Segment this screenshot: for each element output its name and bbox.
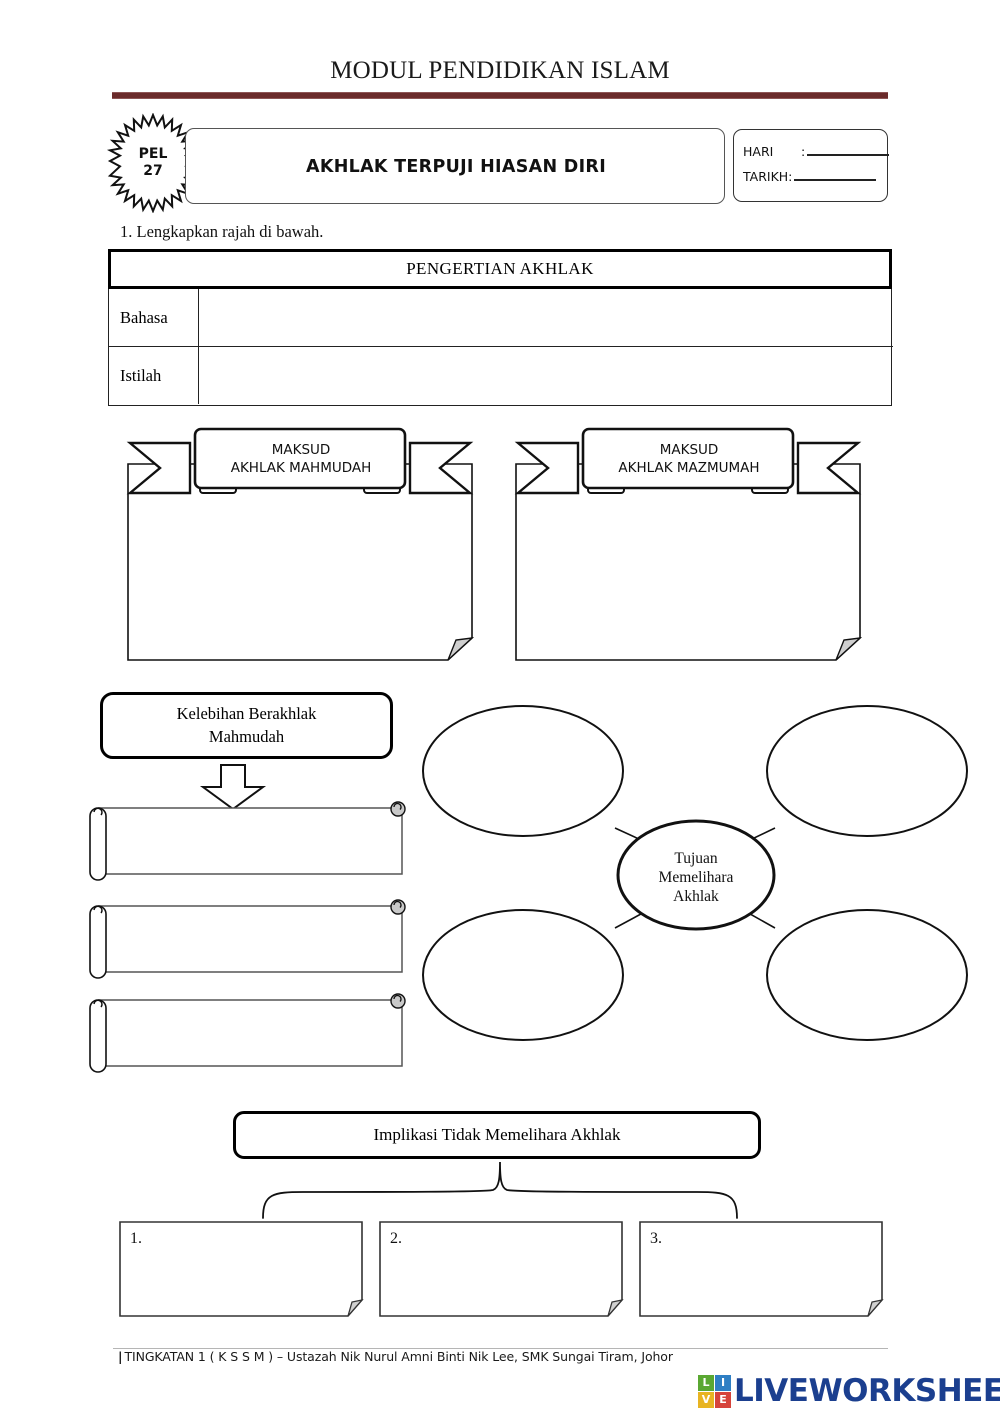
footer-credit-text: TINGKATAN 1 ( K S S M ) – Ustazah Nik Nu… bbox=[124, 1349, 673, 1364]
kelebihan-title-box: Kelebihan Berakhlak Mahmudah bbox=[100, 692, 393, 759]
tarikh-label: TARIKH: bbox=[743, 169, 793, 184]
liveworksheets-wordmark: LIVEWORKSHEETS bbox=[734, 1372, 1000, 1409]
answer-field-istilah[interactable] bbox=[199, 347, 893, 404]
row-label-istilah: Istilah bbox=[109, 347, 199, 404]
tujuan-memelihara-akhlak-map: Tujuan Memelihara Akhlak bbox=[422, 705, 968, 1041]
footer-bar-glyph: | bbox=[118, 1349, 123, 1364]
header-divider-rule bbox=[112, 92, 888, 99]
down-arrow-icon bbox=[199, 764, 267, 811]
scroll-answer-box-2[interactable] bbox=[84, 898, 414, 986]
implikasi-title: Implikasi Tidak Memelihara Akhlak bbox=[373, 1125, 621, 1144]
logo-cell-l: L bbox=[698, 1374, 714, 1391]
table-row: Istilah bbox=[109, 347, 893, 404]
logo-cell-v: V bbox=[698, 1391, 714, 1408]
tarikh-input-line[interactable] bbox=[794, 168, 877, 181]
table-row: Bahasa bbox=[109, 289, 893, 347]
oval-branch-bottom-right bbox=[766, 909, 968, 1041]
lesson-title-bar: AKHLAK TERPUJI HIASAN DIRI bbox=[185, 128, 725, 204]
center-line-2: Memelihara bbox=[659, 869, 734, 886]
footer-divider bbox=[113, 1348, 888, 1349]
oval-branch-top-right bbox=[766, 705, 968, 837]
lesson-title: AKHLAK TERPUJI HIASAN DIRI bbox=[305, 157, 607, 177]
row-label-bahasa: Bahasa bbox=[109, 289, 199, 346]
ribbon-banner-mahmudah bbox=[126, 427, 474, 495]
oval-branch-top-left bbox=[422, 705, 624, 837]
ribbon-banner-mazmumah bbox=[514, 427, 862, 495]
page-title: MODUL PENDIDIKAN ISLAM bbox=[330, 57, 670, 84]
curly-brace-connector-icon bbox=[262, 1161, 738, 1219]
scroll-answer-box-1[interactable] bbox=[84, 800, 414, 888]
kelebihan-line-1: Kelebihan Berakhlak bbox=[176, 704, 317, 724]
scroll-answer-box-3[interactable] bbox=[84, 992, 414, 1080]
instruction-text: 1. Lengkapkan rajah di bawah. bbox=[120, 222, 324, 241]
center-line-1: Tujuan bbox=[674, 850, 718, 867]
tarikh-row: TARIKH: bbox=[743, 168, 877, 184]
logo-cell-e: E bbox=[715, 1391, 731, 1408]
liveworksheets-logo: L I V E LIVEWORKSHEETS bbox=[698, 1372, 1000, 1410]
hari-input-line[interactable] bbox=[807, 143, 890, 156]
hari-label: HARI bbox=[743, 144, 774, 159]
footer-credit: |TINGKATAN 1 ( K S S M ) – Ustazah Nik N… bbox=[118, 1349, 673, 1364]
center-line-3: Akhlak bbox=[673, 888, 719, 905]
kelebihan-line-2: Mahmudah bbox=[208, 726, 285, 746]
hari-row: HARI : bbox=[743, 143, 890, 159]
liveworksheets-logo-mark-icon: L I V E bbox=[698, 1374, 731, 1408]
implikasi-answer-box-1[interactable] bbox=[118, 1220, 364, 1318]
implikasi-title-box: Implikasi Tidak Memelihara Akhlak bbox=[233, 1111, 761, 1159]
date-box: HARI : TARIKH: bbox=[733, 129, 890, 202]
answer-field-bahasa[interactable] bbox=[199, 289, 893, 346]
implikasi-answer-box-2[interactable] bbox=[378, 1220, 624, 1318]
oval-branch-bottom-left bbox=[422, 909, 624, 1041]
logo-cell-i: I bbox=[715, 1374, 731, 1391]
oval-center bbox=[616, 819, 776, 931]
pengertian-table-body: Bahasa Istilah bbox=[108, 289, 893, 406]
implikasi-answer-box-3[interactable] bbox=[638, 1220, 884, 1318]
pengertian-table-title: PENGERTIAN AKHLAK bbox=[108, 249, 892, 289]
hari-colon: : bbox=[801, 144, 806, 159]
